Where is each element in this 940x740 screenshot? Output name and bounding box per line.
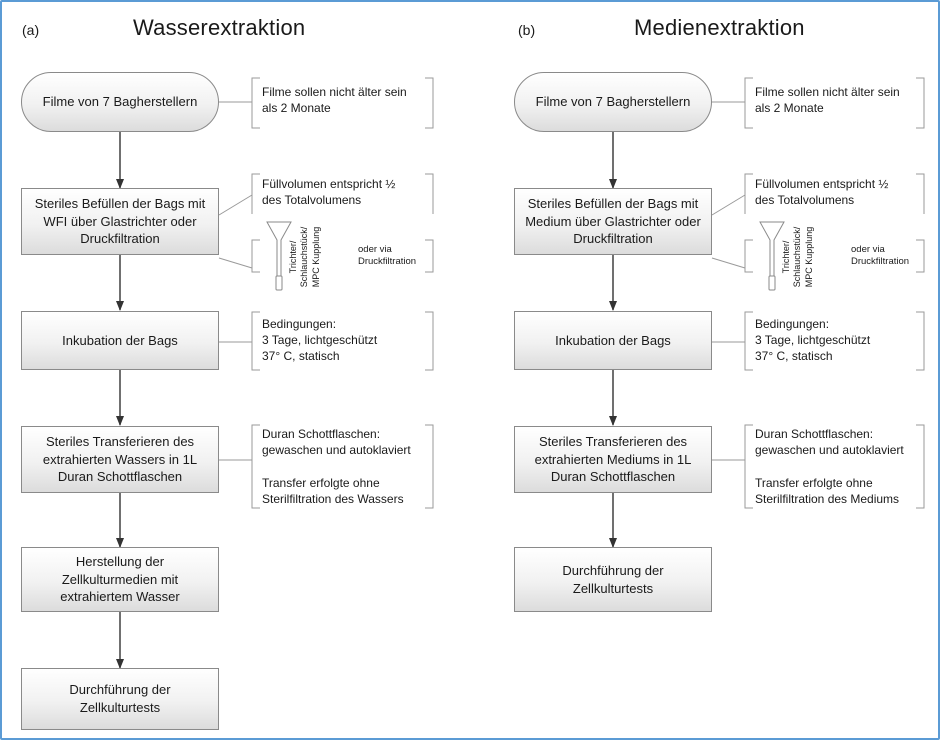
note-b-alt: oder via Druckfiltration <box>851 244 910 268</box>
panel-a-label: (a) <box>22 22 40 38</box>
panel-a-annotation-brackets <box>215 77 434 509</box>
step-a-films: Filme von 7 Bagherstellern <box>21 72 219 132</box>
funnel-icon <box>759 221 785 291</box>
bracket-b-age <box>744 77 753 129</box>
bracket-a-alt <box>251 239 260 273</box>
step-b-transfer: Steriles Transferieren des extrahierten … <box>514 426 712 493</box>
note-b-transfer: Duran Schottflaschen: gewaschen und auto… <box>755 427 904 506</box>
note-a-fill: Füllvolumen entspricht ½ des Totalvolume… <box>262 177 396 208</box>
step-b-incubation: Inkubation der Bags <box>514 311 712 370</box>
funnel-icon <box>266 221 292 291</box>
step-b-films: Filme von 7 Bagherstellern <box>514 72 712 132</box>
panel-b-label: (b) <box>518 22 536 38</box>
step-a-cell-tests: Durchführung der Zellkulturtests <box>21 668 219 730</box>
panel-a-title: Wasserextraktion <box>133 15 306 40</box>
note-b-funnel-label: Trichter/ Schlauchstück/ MPC Kupplung <box>781 226 814 288</box>
step-a-prepare-media: Herstellung der Zellkulturmedien mit ext… <box>21 547 219 612</box>
panel-b-annotation-brackets <box>708 77 925 509</box>
bracket-a-conditions <box>251 311 260 371</box>
step-a-incubation: Inkubation der Bags <box>21 311 219 370</box>
bracket-b-fill <box>744 173 753 214</box>
bracket-b-transfer <box>744 424 753 509</box>
note-a-conditions: Bedingungen: 3 Tage, lichtgeschützt 37° … <box>262 317 378 364</box>
bracket-a-age <box>251 77 260 129</box>
note-b-conditions: Bedingungen: 3 Tage, lichtgeschützt 37° … <box>755 317 871 364</box>
note-a-alt: oder via Druckfiltration <box>358 244 417 268</box>
step-b-fill-bags: Steriles Befüllen der Bags mit Medium üb… <box>514 188 712 255</box>
note-b-age: Filme sollen nicht älter sein als 2 Mona… <box>755 85 900 116</box>
step-a-transfer: Steriles Transferieren des extrahierten … <box>21 426 219 493</box>
note-a-age: Filme sollen nicht älter sein als 2 Mona… <box>262 85 407 116</box>
note-a-transfer: Duran Schottflaschen: gewaschen und auto… <box>262 427 411 506</box>
bracket-b-conditions <box>744 311 753 371</box>
step-b-cell-tests: Durchführung der Zellkulturtests <box>514 547 712 612</box>
bracket-a-fill <box>251 173 260 214</box>
panel-b-title: Medienextraktion <box>634 15 805 40</box>
note-b-fill: Füllvolumen entspricht ½ des Totalvolume… <box>755 177 889 208</box>
bracket-b-alt <box>744 239 753 273</box>
bracket-a-transfer <box>251 424 260 509</box>
note-a-funnel-label: Trichter/ Schlauchstück/ MPC Kupplung <box>288 226 321 288</box>
step-a-fill-bags: Steriles Befüllen der Bags mit WFI über … <box>21 188 219 255</box>
